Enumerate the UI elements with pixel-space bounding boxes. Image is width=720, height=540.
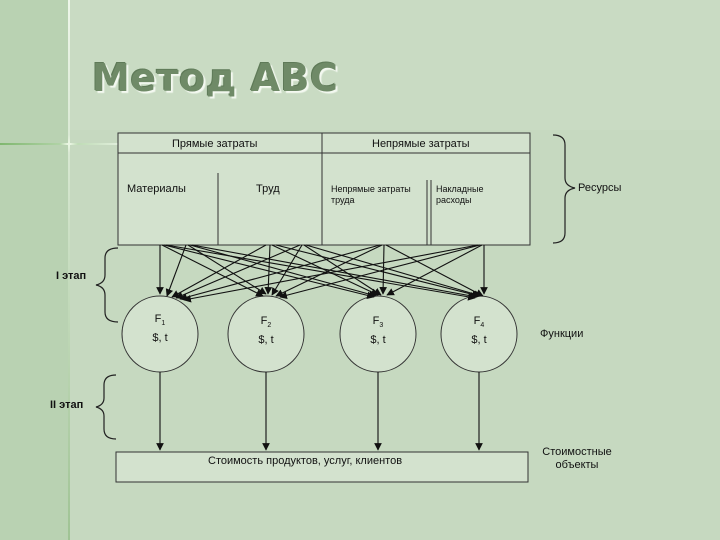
background-top-panel (70, 0, 720, 130)
stage1-label: I этап (56, 270, 87, 282)
function-3-units: $, t (370, 334, 386, 347)
functions-label: Функции (540, 328, 584, 340)
function-4: F4 $, t (449, 314, 509, 347)
function-1: F1 $, t (130, 312, 190, 345)
direct-costs-header: Прямые затраты (172, 138, 258, 150)
cost-objects-label: Стоимостные объекты (542, 446, 612, 471)
function-4-name: F (473, 315, 481, 327)
stage2-brace (95, 374, 117, 440)
background-left-panel (0, 0, 70, 540)
slide-title: Метод АВС (92, 56, 339, 100)
function-1-units: $, t (152, 332, 168, 345)
function-1-index: 1 (161, 320, 166, 328)
function-3: F3 $, t (348, 314, 408, 347)
function-3-name: F (372, 315, 380, 327)
function-4-index: 4 (480, 322, 485, 330)
resources-brace (552, 134, 576, 244)
stage1-brace (95, 247, 119, 323)
function-4-units: $, t (471, 334, 487, 347)
function-3-index: 3 (379, 322, 384, 330)
labor-label: Труд (256, 183, 280, 195)
function-2-index: 2 (267, 322, 272, 330)
function-2-units: $, t (258, 334, 274, 347)
resources-label: Ресурсы (578, 182, 622, 194)
function-to-object-arrows (156, 372, 483, 451)
cost-objects-box (115, 451, 529, 483)
materials-label: Материалы (127, 183, 186, 195)
decorative-vertical-line (68, 0, 70, 540)
resource-to-function-arrows (156, 244, 488, 303)
function-1-name: F (154, 313, 162, 325)
stage2-label: II этап (50, 399, 84, 411)
indirect-costs-header: Непрямые затраты (372, 138, 470, 150)
indirect-labor-label: Непрямые затраты труда (331, 184, 411, 205)
sparkle-icon (60, 135, 78, 153)
overhead-label: Накладные расходы (436, 184, 484, 205)
function-2-name: F (260, 315, 268, 327)
cost-objects-text: Стоимость продуктов, услуг, клиентов (208, 455, 403, 467)
function-2: F2 $, t (236, 314, 296, 347)
resources-table (117, 132, 531, 246)
